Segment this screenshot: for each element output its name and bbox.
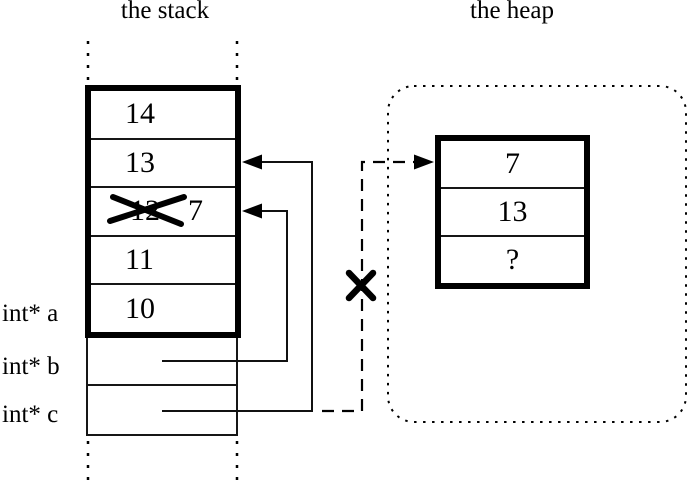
heap-cell-value: 7 <box>505 147 520 180</box>
pointer-b-arrow <box>162 203 288 362</box>
stack-cell-value: 11 <box>125 243 154 277</box>
heap-cell: ? <box>441 235 584 283</box>
stack-cell-value: 14 <box>125 97 155 131</box>
heap-region-boundary <box>387 85 687 423</box>
pointer-label-a: int* a <box>2 300 59 327</box>
dangling-heap-pointer-dashed-arrow <box>322 154 434 413</box>
pointer-label-b: int* b <box>2 353 60 380</box>
heap-title: the heap <box>470 0 554 24</box>
pointer-label-c: int* c <box>2 401 59 428</box>
pointer-b-cell <box>88 338 236 386</box>
heap-box: 7 13 ? <box>435 135 590 289</box>
heap-cell-value: 13 <box>497 195 528 228</box>
heap-cell: 13 <box>441 187 584 235</box>
stack-cell: 13 <box>91 137 235 187</box>
stack-cell-value: 13 <box>125 145 155 179</box>
cross-out-icon-dangling-pointer <box>345 269 377 302</box>
stack-cell-value: 10 <box>125 291 155 325</box>
pointer-variable-cells <box>86 338 238 436</box>
stack-cell: 11 <box>91 234 235 284</box>
cross-out-icon-stack-value <box>107 194 187 227</box>
stack-cell: 14 <box>91 91 235 138</box>
pointer-c-arrow <box>162 154 313 412</box>
stack-title: the stack <box>120 0 210 24</box>
stack-box: 14 13 12 7 11 10 <box>85 85 241 338</box>
heap-cell-value: ? <box>505 243 520 276</box>
stack-cell: 10 <box>91 283 235 332</box>
stack-column-guides <box>86 41 239 488</box>
heap-cell: 7 <box>441 141 584 187</box>
stack-cell-new-value: 7 <box>188 194 203 228</box>
